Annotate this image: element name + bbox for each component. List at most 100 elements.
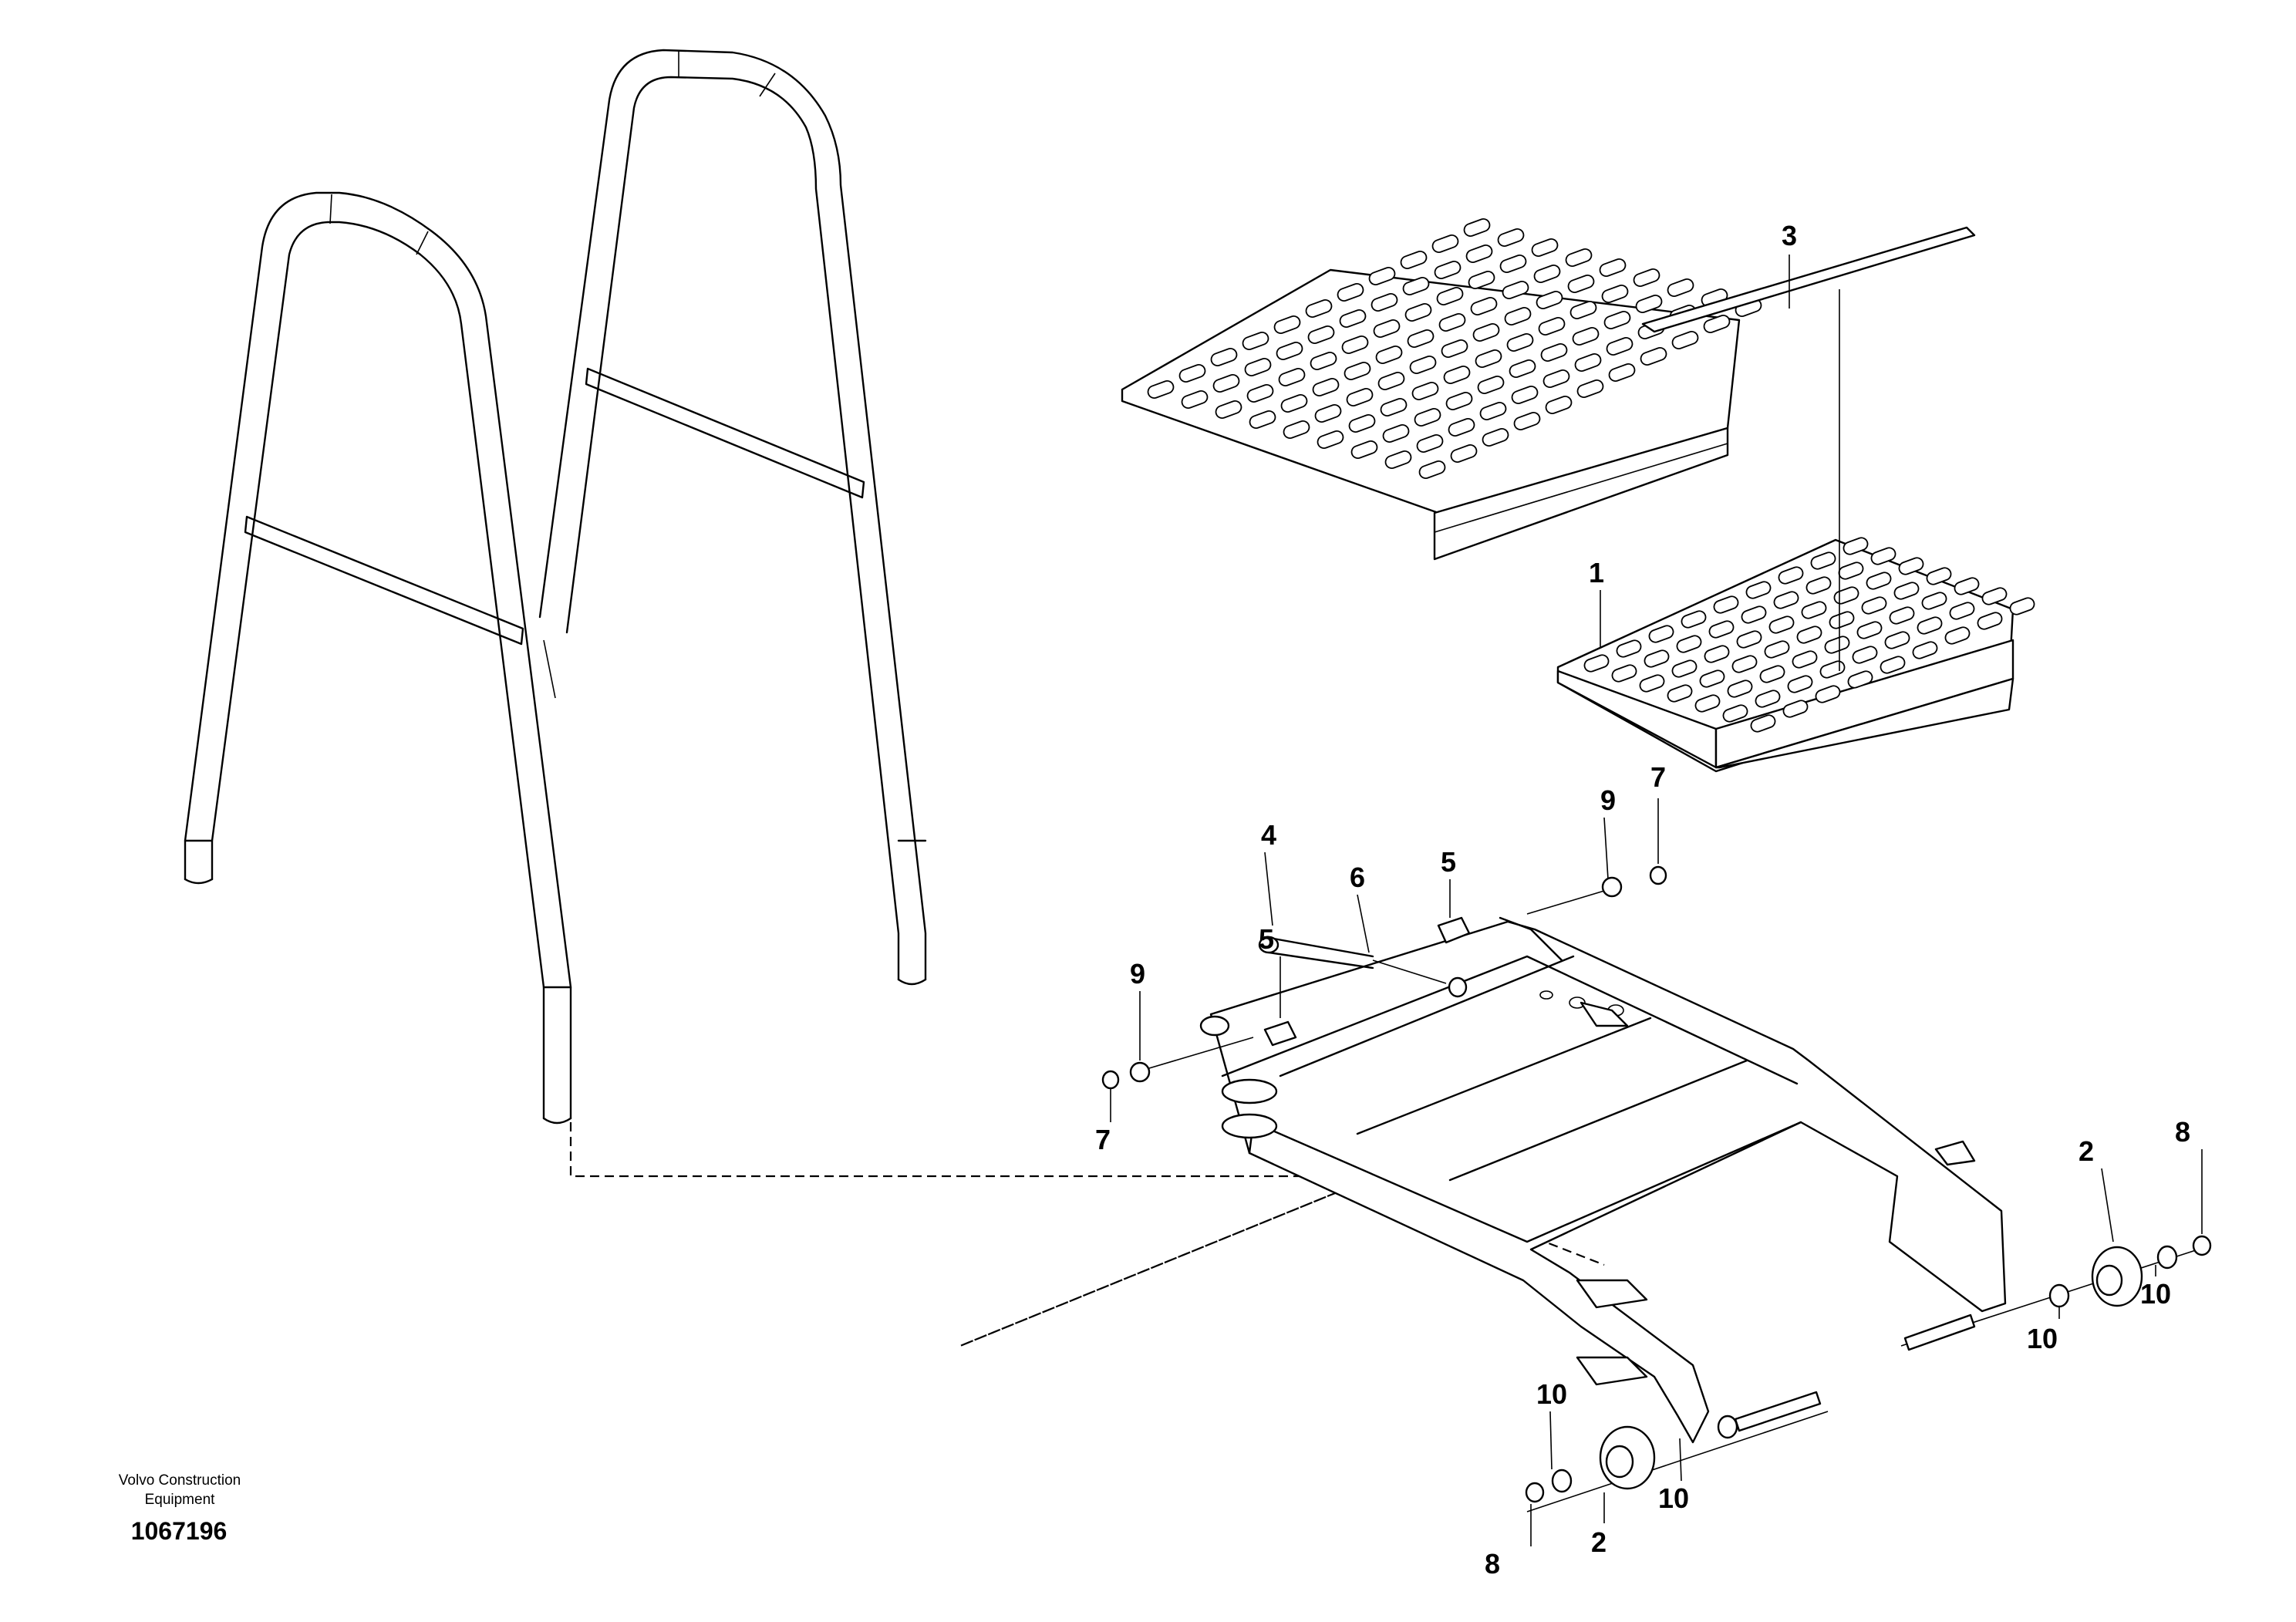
perforation-slot	[1463, 218, 1491, 237]
perforation-slot	[1750, 714, 1776, 733]
perforation-slot	[1694, 694, 1721, 713]
perforation-slot	[1479, 402, 1507, 420]
callout-4: 4	[1261, 819, 1276, 851]
perforation-slot	[1414, 408, 1441, 427]
perforation-slot	[1801, 601, 1827, 619]
perforation-slot	[1371, 293, 1398, 312]
perforation-slot	[1741, 605, 1767, 624]
perforation-slot	[1477, 376, 1505, 394]
callout-1: 1	[1589, 557, 1604, 588]
perforation-slot	[1276, 342, 1303, 360]
perforation-slot	[1373, 319, 1401, 338]
callout-leaders	[1110, 255, 2203, 1546]
perforation-slot	[1502, 281, 1529, 299]
perforation-slot	[1536, 291, 1563, 309]
perforation-slot	[1434, 261, 1462, 279]
perforation-slot	[1926, 567, 1952, 585]
perforation-slot	[1443, 366, 1471, 384]
perforation-slot	[1843, 537, 1869, 555]
perforation-slot	[1810, 551, 1836, 570]
perforation-slot	[1545, 396, 1573, 414]
perforation-slot	[1310, 352, 1337, 370]
perforation-slot	[1337, 283, 1364, 302]
perforation-slot	[1411, 382, 1439, 400]
perforation-slot	[1640, 347, 1667, 366]
perforation-slot	[1506, 333, 1534, 352]
perforation-slot	[1409, 356, 1437, 374]
perforation-slot	[1278, 368, 1306, 386]
perforation-slot	[1249, 410, 1276, 429]
perforation-slot	[1283, 420, 1310, 439]
perforation-slot	[1542, 369, 1570, 388]
callout-5: 5	[1259, 923, 1274, 955]
perforation-slot	[1576, 379, 1604, 398]
callout-2: 2	[1591, 1526, 1607, 1558]
assembly-line	[569, 1122, 1605, 1347]
perforation-slot	[1880, 656, 1906, 674]
perforation-slot	[1307, 325, 1335, 344]
perforation-slot	[1178, 364, 1206, 383]
perforation-slot	[2009, 597, 2035, 615]
step-plate-upper	[1121, 218, 1762, 561]
callout-5: 5	[1441, 846, 1456, 878]
perforation-slot	[1181, 390, 1209, 409]
hardware	[1101, 865, 2212, 1512]
perforation-slot	[1912, 641, 1938, 659]
perforation-slot	[1796, 626, 1822, 644]
callout-10: 10	[1536, 1378, 1567, 1410]
perforation-slot	[1764, 640, 1790, 659]
perforation-slot	[1635, 295, 1663, 313]
perforation-slot	[1731, 655, 1758, 673]
perforation-slot	[1889, 606, 1915, 625]
perforation-slot	[1708, 620, 1735, 639]
perforation-slot	[1713, 595, 1739, 614]
perforation-slot	[1404, 303, 1432, 322]
perforation-slot	[1736, 630, 1762, 649]
callout-2: 2	[2079, 1135, 2094, 1167]
callout-9: 9	[1600, 784, 1616, 816]
perforation-slot	[1815, 685, 1841, 703]
perforation-slot	[1792, 650, 1818, 669]
brand-line-1: Volvo Construction	[119, 1472, 241, 1489]
perforation-slot	[1599, 258, 1627, 277]
perforation-slot	[1805, 576, 1832, 595]
perforation-slot	[1377, 372, 1405, 390]
perforation-slot	[1384, 450, 1412, 469]
perforation-slot	[1773, 591, 1799, 609]
perforation-slot	[1949, 602, 1975, 620]
perforation-slot	[1210, 348, 1238, 366]
perforation-slot	[1727, 679, 1753, 698]
perforation-slot	[1350, 440, 1378, 459]
perforation-slot	[1944, 626, 1971, 645]
brand-line-2: Equipment	[145, 1492, 216, 1508]
perforation-slot	[1611, 664, 1637, 683]
perforation-slot	[1699, 669, 1725, 688]
perforation-slot	[1416, 434, 1444, 453]
perforation-slot	[1470, 297, 1498, 315]
handrail	[184, 49, 927, 1125]
perforation-slot	[1375, 346, 1403, 364]
perforation-slot	[1341, 336, 1369, 354]
perforation-slot	[1475, 349, 1502, 368]
perforation-slot	[1533, 265, 1561, 283]
perforation-slot	[1981, 587, 2008, 605]
perforation-slot	[1606, 337, 1633, 356]
perforation-slot	[1317, 430, 1344, 449]
perforation-slot	[1977, 612, 2003, 630]
anti-slip-strip	[1641, 226, 1976, 333]
perforation-slot	[1768, 615, 1795, 634]
perforation-slot	[1305, 299, 1333, 318]
perforation-slot	[1438, 313, 1466, 332]
perforation-slot	[1418, 460, 1446, 479]
callout-7: 7	[1095, 1124, 1111, 1155]
perforation-slot	[1833, 586, 1859, 605]
step-plate-lower	[1556, 537, 2035, 773]
perforation-slot	[1722, 704, 1748, 723]
callout-8: 8	[2175, 1116, 2190, 1148]
perforation-slot	[1681, 610, 1707, 629]
perforation-slot	[1400, 251, 1428, 269]
perforation-slot	[1445, 392, 1473, 410]
perforation-slot	[1954, 577, 1980, 595]
perforation-slot	[1608, 363, 1636, 382]
perforation-slot	[1639, 674, 1665, 693]
